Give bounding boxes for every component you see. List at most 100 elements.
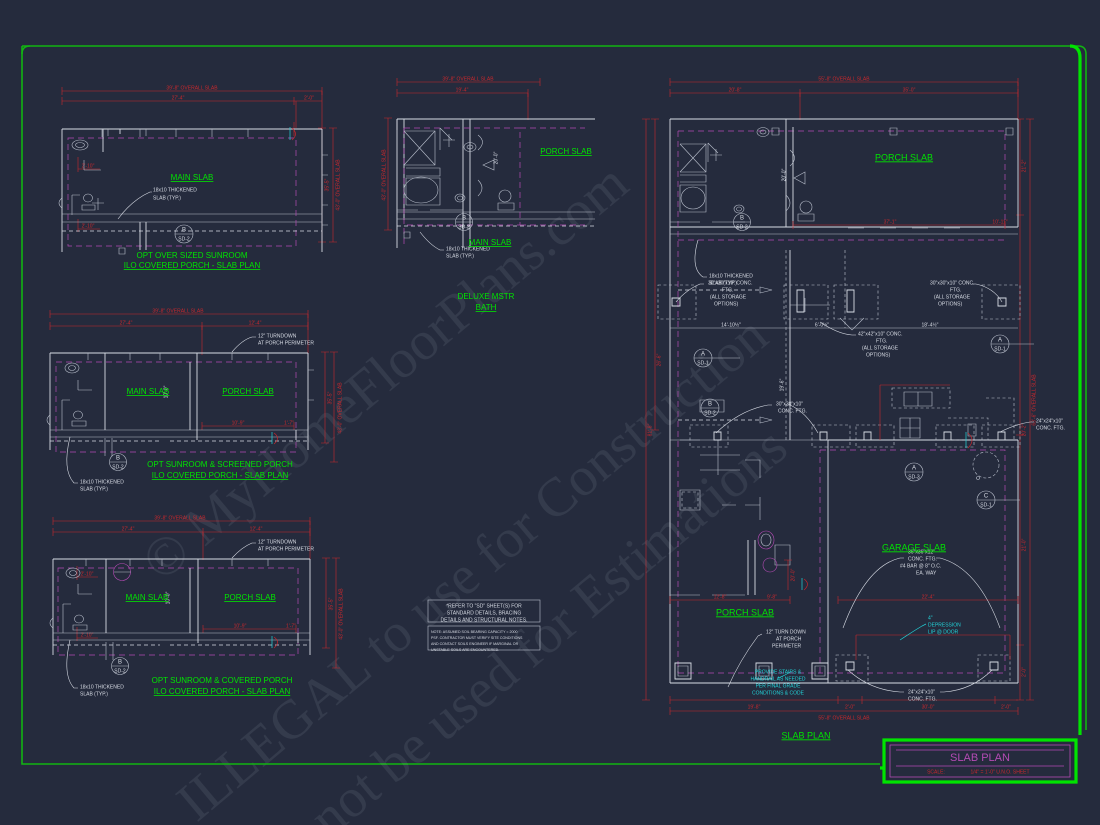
callout-turndown: 12" TURNDOWN AT PORCH PERIMETER (231, 539, 314, 559)
detail-bubble-b[interactable]: B SD-2 (174, 224, 194, 244)
label-porch-slab: PORCH SLAB (224, 593, 276, 602)
bubble-sheet: SD-1 (980, 502, 992, 508)
slab-outline (46, 352, 314, 456)
dim-right-inner: 35'-5" (327, 391, 333, 404)
detail-bubble-c-garage[interactable]: C SD-1 (976, 490, 1020, 510)
callout-line-1: 42"x42"x10" CONC. (858, 331, 903, 337)
dim-inner-6: 6'-0½" (815, 321, 829, 328)
bubble-sheet: SD-2 (178, 236, 190, 242)
callout-thickened-slab: 18x10 THICKENED SLAB (TYP.) (117, 187, 197, 220)
callout-turn-down: 12" TURN DOWN AT PORCH PERIMETER (727, 629, 806, 688)
detail-title-line-2: BATH (476, 303, 497, 312)
bubble-sheet: SD-2 (114, 668, 126, 674)
callout-line-2: AT PORCH (776, 636, 802, 642)
label-porch-slab-top: PORCH SLAB (875, 152, 933, 162)
notes-box: *REFER TO "SD" SHEET(S) FOR STANDARD DET… (427, 599, 541, 652)
callout-thickened-slab: 18x10 THICKENED SLAB (TYP.) (66, 436, 124, 492)
title-block-scale-value: 1/4" = 1'-0" U.N.O. SHEET (970, 769, 1029, 775)
detail-bubble-b-mid[interactable]: B SD-2 (700, 398, 720, 418)
slab-outline (396, 118, 595, 248)
detail-title-line-2: ILO COVERED PORCH - SLAB PLAN (154, 687, 291, 696)
callout-garage-ftg: 36"x36"x12" CONC. FTG. #4 BAR @ 8" O.C. … (842, 549, 1001, 629)
dim-bottom-mid2: 30'-0" (922, 704, 935, 710)
dim-top-left: 20'-8" (729, 87, 742, 93)
dim-right-a: 21'-2" (1021, 159, 1027, 172)
note-main-line-1: *REFER TO "SD" SHEET(S) FOR (446, 603, 522, 609)
dim-right-c: 21'-0" (1021, 538, 1027, 551)
dim-top-right: 12'-4" (249, 320, 262, 326)
bubble-letter: A (998, 338, 1002, 344)
dim-left-81: 81'-8" (647, 423, 653, 436)
label-porch-slab-bottom: PORCH SLAB (716, 607, 774, 617)
bubble-letter: A (701, 352, 705, 358)
note-main-line-2: STANDARD DETAILS, BRACING (447, 610, 522, 616)
bubble-letter: B (118, 660, 122, 666)
dim-overall-top: 39'-8" OVERALL SLAB (166, 85, 218, 91)
detail-title-line-1: OPT SUNROOM & SCREENED PORCH (147, 460, 293, 469)
detail-bubble-b[interactable]: B SD-2 (109, 453, 128, 471)
dim-overall-top: 55'-8" OVERALL SLAB (818, 76, 870, 82)
detail-bubble-a-right[interactable]: A SD-1 (990, 334, 1034, 354)
detail-bubble-b[interactable] (113, 563, 132, 581)
title-block-title: SLAB PLAN (950, 752, 1010, 764)
dim-right-outer: 43'-0" OVERALL SLAB (335, 159, 341, 211)
label-porch-slab: PORCH SLAB (540, 147, 592, 156)
dim-inner-20: 20'-0" (790, 568, 796, 581)
detail-bubble-b-top[interactable]: B SD-2 (733, 213, 752, 231)
callout-line-1: 18x10 THICKENED (80, 684, 124, 690)
detail-title-line-2: ILO COVERED PORCH - SLAB PLAN (124, 261, 261, 270)
dim-top-left: 27'-4" (122, 526, 135, 532)
callout-line-1: 12" TURNDOWN (258, 333, 297, 339)
detail-opt-over-sized-sunroom: 39'-8" OVERALL SLAB 27'-4" 2'-0" 43'-0" … (58, 85, 341, 270)
label-porch-slab: PORCH SLAB (222, 387, 274, 396)
detail-title-line-1: DELUXE MSTR (458, 292, 515, 301)
callout-line-1: 30"x30"x10" CONC. (708, 280, 753, 286)
bubble-letter: B (116, 456, 120, 462)
dim-top-right: 35'-0" (903, 87, 916, 93)
detail-bubble-b2[interactable]: B SD-2 (111, 657, 130, 675)
callout-line-1: 24"x24"x10" (908, 689, 935, 695)
callout-line-2: FTG. (876, 338, 887, 344)
dim-left-outer: 43'-0" OVERALL SLAB (381, 149, 387, 201)
slab-outer-walls (669, 118, 1019, 684)
callout-line-3: (ALL STORAGE (710, 294, 747, 300)
dim-bottom-mid1: 2'-0" (845, 704, 855, 710)
dim-left: 26'-6" 81'-8" (642, 118, 662, 701)
dim-group: 39'-8" OVERALL SLAB 19'-4" 43'-0" OVERAL… (381, 76, 541, 231)
callout-line-2: FTG. (950, 287, 961, 293)
detail-title-line-1: OPT SUNROOM & COVERED PORCH (152, 676, 293, 685)
label-main-slab: MAIN SLAB (126, 593, 169, 602)
dim-small-b: 2'-10" (82, 223, 95, 229)
callout-line-2: SLAB (TYP.) (153, 195, 181, 201)
bubble-letter: B (462, 216, 466, 222)
callout-line-3: LIP @ DOOR (928, 629, 959, 635)
dim-bottom-b: 1'-7" (286, 623, 296, 629)
note-sub-line-1: NOTE: ASSUMED SOIL BEARING CAPACITY = 20… (431, 630, 518, 634)
dim-right-overall: 63'-6" OVERALL SLAB (1031, 374, 1037, 426)
main-plan-label: SLAB PLAN (781, 730, 830, 740)
dim-inner-18: 18'-4½" (922, 321, 939, 328)
dim-top-left: 27'-4" (120, 320, 133, 326)
dim-inner-v: 10'-0" (165, 591, 171, 604)
callout-line-3: #4 BAR @ 8" O.C. (900, 563, 941, 569)
callout-line-2: SLAB (TYP.) (80, 486, 108, 492)
dim-overall-bottom: 55'-8" OVERALL SLAB (818, 715, 870, 721)
slab-outline (49, 558, 311, 660)
callout-line-4: EA. WAY (916, 570, 937, 576)
dim-overall-top: 39'-8" OVERALL SLAB (154, 515, 206, 521)
label-main-slab: MAIN SLAB (469, 238, 512, 247)
detail-opt-sunroom-screened-porch: 39'-8" OVERALL SLAB 27'-4" 12'-4" 35'-5"… (46, 308, 343, 492)
dim-overall-top: 39'-8" OVERALL SLAB (442, 76, 494, 82)
detail-bubble-a-left[interactable]: A SD-1 (693, 348, 740, 368)
dim-bottom: 55'-8" OVERALL SLAB 19'-8" 2'-0" 30'-0" … (669, 696, 1019, 721)
callout-line-2: CONC. FTG. (908, 556, 937, 562)
detail-bubble-a-garage[interactable]: A SD-3 (904, 462, 924, 482)
dim-small-b: 2'-10" (81, 632, 94, 638)
dim-interior-red: 37'-1" 10'-11" 12'-8" 9'-8" 22'-4" (669, 219, 1019, 604)
dim-inner-14: 14'-10½" (721, 321, 741, 328)
callout-line-1: 18x10 THICKENED (153, 187, 197, 193)
dim-right-outer: 43'-0" OVERALL SLAB (338, 588, 344, 640)
detail-bubble-b[interactable]: B SD-2 (455, 213, 474, 231)
note-sub-line-2: PSF. CONTRACTOR MUST VERIFY SITE CONDITI… (431, 636, 523, 640)
